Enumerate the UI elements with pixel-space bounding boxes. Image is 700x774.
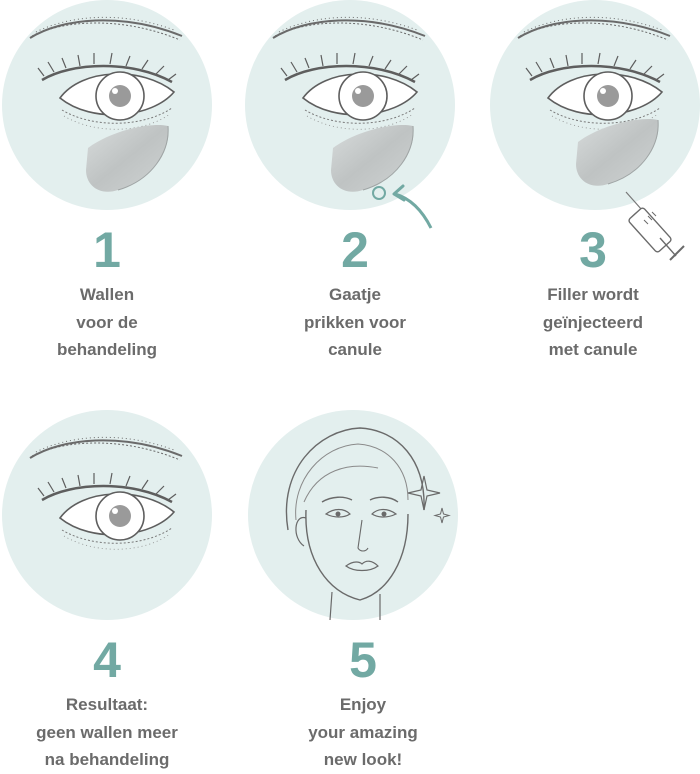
- step-number: 1: [93, 222, 121, 278]
- eye-with-eyebag-icon: [28, 16, 184, 193]
- step-number: 5: [349, 632, 377, 688]
- step-caption: Filler wordt geïnjecteerd met canule: [542, 285, 644, 359]
- step-caption: Resultaat: geen wallen meer na behandeli…: [36, 695, 178, 769]
- eye-without-eyebag-icon: [28, 436, 184, 551]
- step-number: 3: [579, 222, 607, 278]
- eye-with-syringe-icon: [516, 16, 685, 261]
- step-2-circle: [245, 0, 455, 229]
- step-3-circle: [490, 0, 700, 261]
- step-number: 4: [93, 632, 121, 688]
- step-caption: Gaatje prikken voor canule: [303, 285, 407, 359]
- step-caption: Enjoy your amazing new look!: [308, 695, 418, 769]
- step-4-circle: [2, 410, 212, 620]
- step-number: 2: [341, 222, 369, 278]
- step-caption: Wallen voor de behandeling: [56, 285, 158, 359]
- eye-with-puncture-icon: [271, 16, 433, 229]
- step-5-circle: [248, 410, 458, 621]
- face-with-sparkles-icon: [285, 427, 451, 621]
- syringe-icon: [625, 191, 685, 261]
- step-1-circle: [2, 0, 212, 210]
